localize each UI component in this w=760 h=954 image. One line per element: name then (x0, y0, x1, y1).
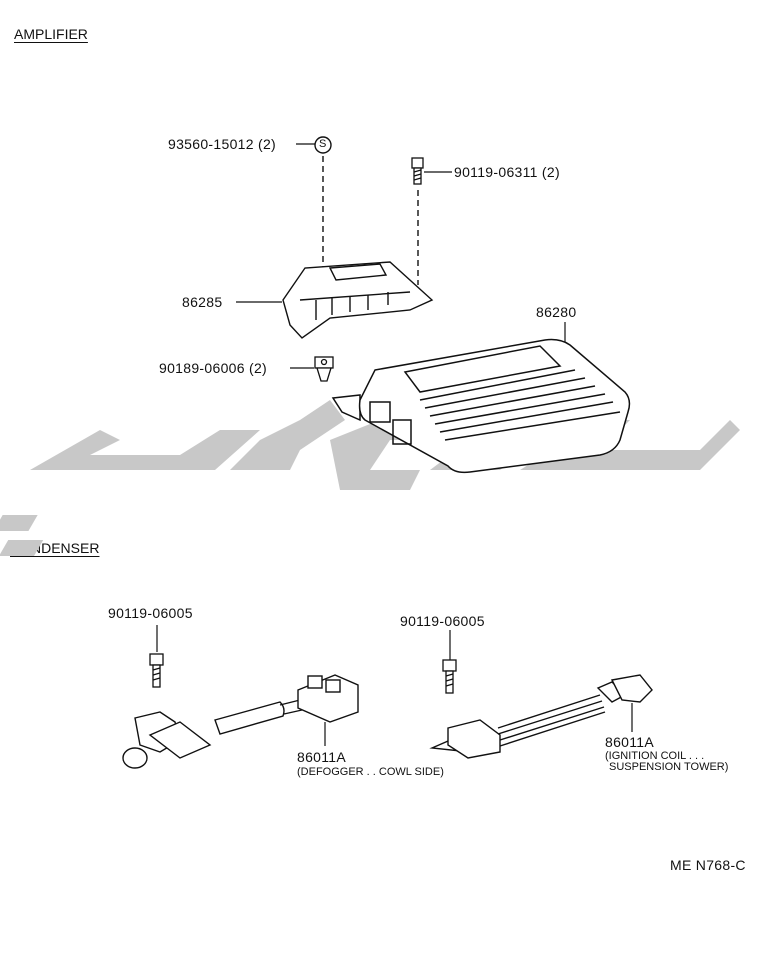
section-heading-amplifier: AMPLIFIER (14, 26, 88, 42)
figure-code: ME N768-C (670, 857, 746, 873)
note-condenser-left: (DEFOGGER . . COWL SIDE) (297, 766, 444, 778)
note-condenser-right-1: (IGNITION COIL . . . (605, 750, 705, 762)
note-condenser-right-2: SUSPENSION TOWER) (609, 761, 729, 773)
watermark-logo (0, 400, 740, 556)
condenser-left-icon (122, 674, 359, 769)
label-condenser-left: 86011A (297, 749, 347, 765)
label-bolt-left: 90119-06005 (108, 605, 193, 621)
label-condenser-right: 86011A (605, 734, 655, 750)
clip-nut-icon (314, 356, 334, 382)
bolt-left-icon (149, 653, 164, 688)
label-clip-nut: 90189-06006 (2) (159, 360, 268, 376)
label-amplifier: 86280 (536, 304, 577, 320)
label-bolt-top: 90119-06311 (2) (454, 164, 560, 180)
bolt-right-icon (442, 659, 457, 694)
label-bracket: 86285 (182, 294, 223, 310)
amplifier-unit-icon (331, 338, 631, 474)
label-bolt-right: 90119-06005 (400, 613, 485, 629)
washer-symbol-icon (314, 136, 332, 154)
bolt-top-icon (411, 157, 424, 185)
bracket-icon (282, 261, 434, 339)
condenser-right-icon (429, 674, 653, 759)
label-washer-nut: 93560-15012 (2) (168, 136, 277, 152)
washer-symbol-text: S (319, 138, 327, 150)
